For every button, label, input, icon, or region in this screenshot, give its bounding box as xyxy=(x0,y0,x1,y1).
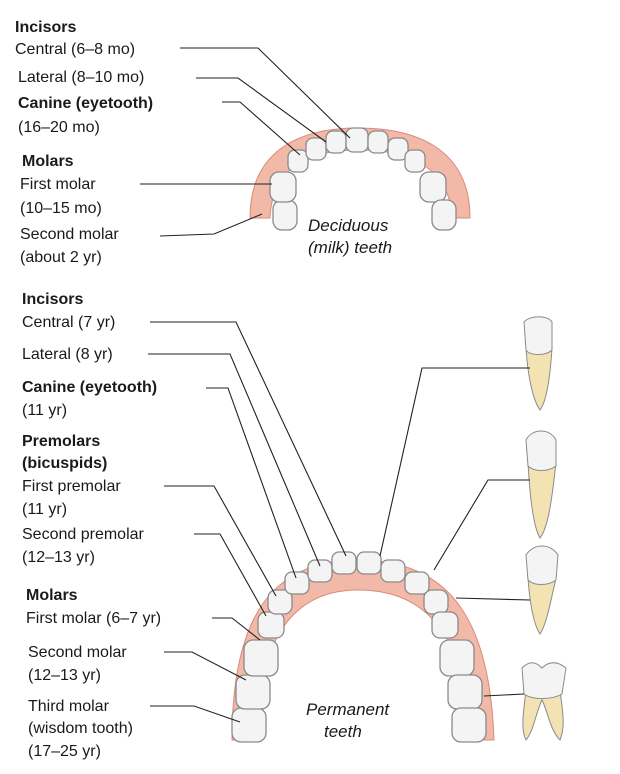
deciduous-caption-2: (milk) teeth xyxy=(308,238,393,257)
permanent-caption-2: teeth xyxy=(324,722,362,741)
molar-side-view xyxy=(521,662,567,741)
permanent-molars-heading: Molars xyxy=(26,587,78,604)
permanent-second-molar-age: (12–13 yr) xyxy=(28,667,101,684)
deciduous-teeth xyxy=(269,127,457,231)
permanent-third-molar-label: Third molar xyxy=(28,698,109,715)
permanent-second-premolar-age: (12–13 yr) xyxy=(22,549,95,566)
permanent-premolars-heading-2: (bicuspids) xyxy=(22,455,108,472)
deciduous-incisors-heading: Incisors xyxy=(15,19,77,36)
premolar-side-view xyxy=(525,545,559,635)
deciduous-caption-1: Deciduous xyxy=(308,216,389,235)
deciduous-first-molar-label: First molar xyxy=(20,176,96,193)
deciduous-central-label: Central (6–8 mo) xyxy=(15,41,136,58)
deciduous-canine-age: (16–20 mo) xyxy=(18,119,100,136)
permanent-third-molar-age-2: (17–25 yr) xyxy=(28,743,101,760)
permanent-first-premolar-label: First premolar xyxy=(22,478,121,495)
deciduous-first-molar-age: (10–15 mo) xyxy=(20,200,102,217)
permanent-teeth xyxy=(231,551,487,743)
deciduous-lateral-label: Lateral (8–10 mo) xyxy=(18,69,145,86)
canine-side-view xyxy=(525,430,557,539)
permanent-first-premolar-age: (11 yr) xyxy=(22,501,68,518)
deciduous-canine-label: Canine (eyetooth) xyxy=(18,95,154,112)
deciduous-second-molar-age: (about 2 yr) xyxy=(20,249,102,266)
permanent-first-molar-label: First molar (6–7 yr) xyxy=(26,610,162,627)
permanent-lateral-label: Lateral (8 yr) xyxy=(22,346,113,363)
permanent-leader-lines xyxy=(148,321,531,723)
deciduous-second-molar-label: Second molar xyxy=(20,226,119,243)
permanent-caption-1: Permanent xyxy=(306,700,390,719)
incisor-side-view xyxy=(523,316,553,411)
permanent-second-premolar-label: Second premolar xyxy=(22,526,144,543)
permanent-canine-label: Canine (eyetooth) xyxy=(22,379,158,396)
permanent-canine-age: (11 yr) xyxy=(22,402,68,419)
permanent-incisors-heading: Incisors xyxy=(22,291,84,308)
permanent-premolars-heading: Premolars xyxy=(22,433,101,450)
permanent-second-molar-label: Second molar xyxy=(28,644,127,661)
deciduous-molars-heading: Molars xyxy=(22,153,74,170)
deciduous-leader-lines xyxy=(140,47,351,237)
permanent-third-molar-age-1: (wisdom tooth) xyxy=(28,720,133,737)
permanent-central-label: Central (7 yr) xyxy=(22,314,116,331)
